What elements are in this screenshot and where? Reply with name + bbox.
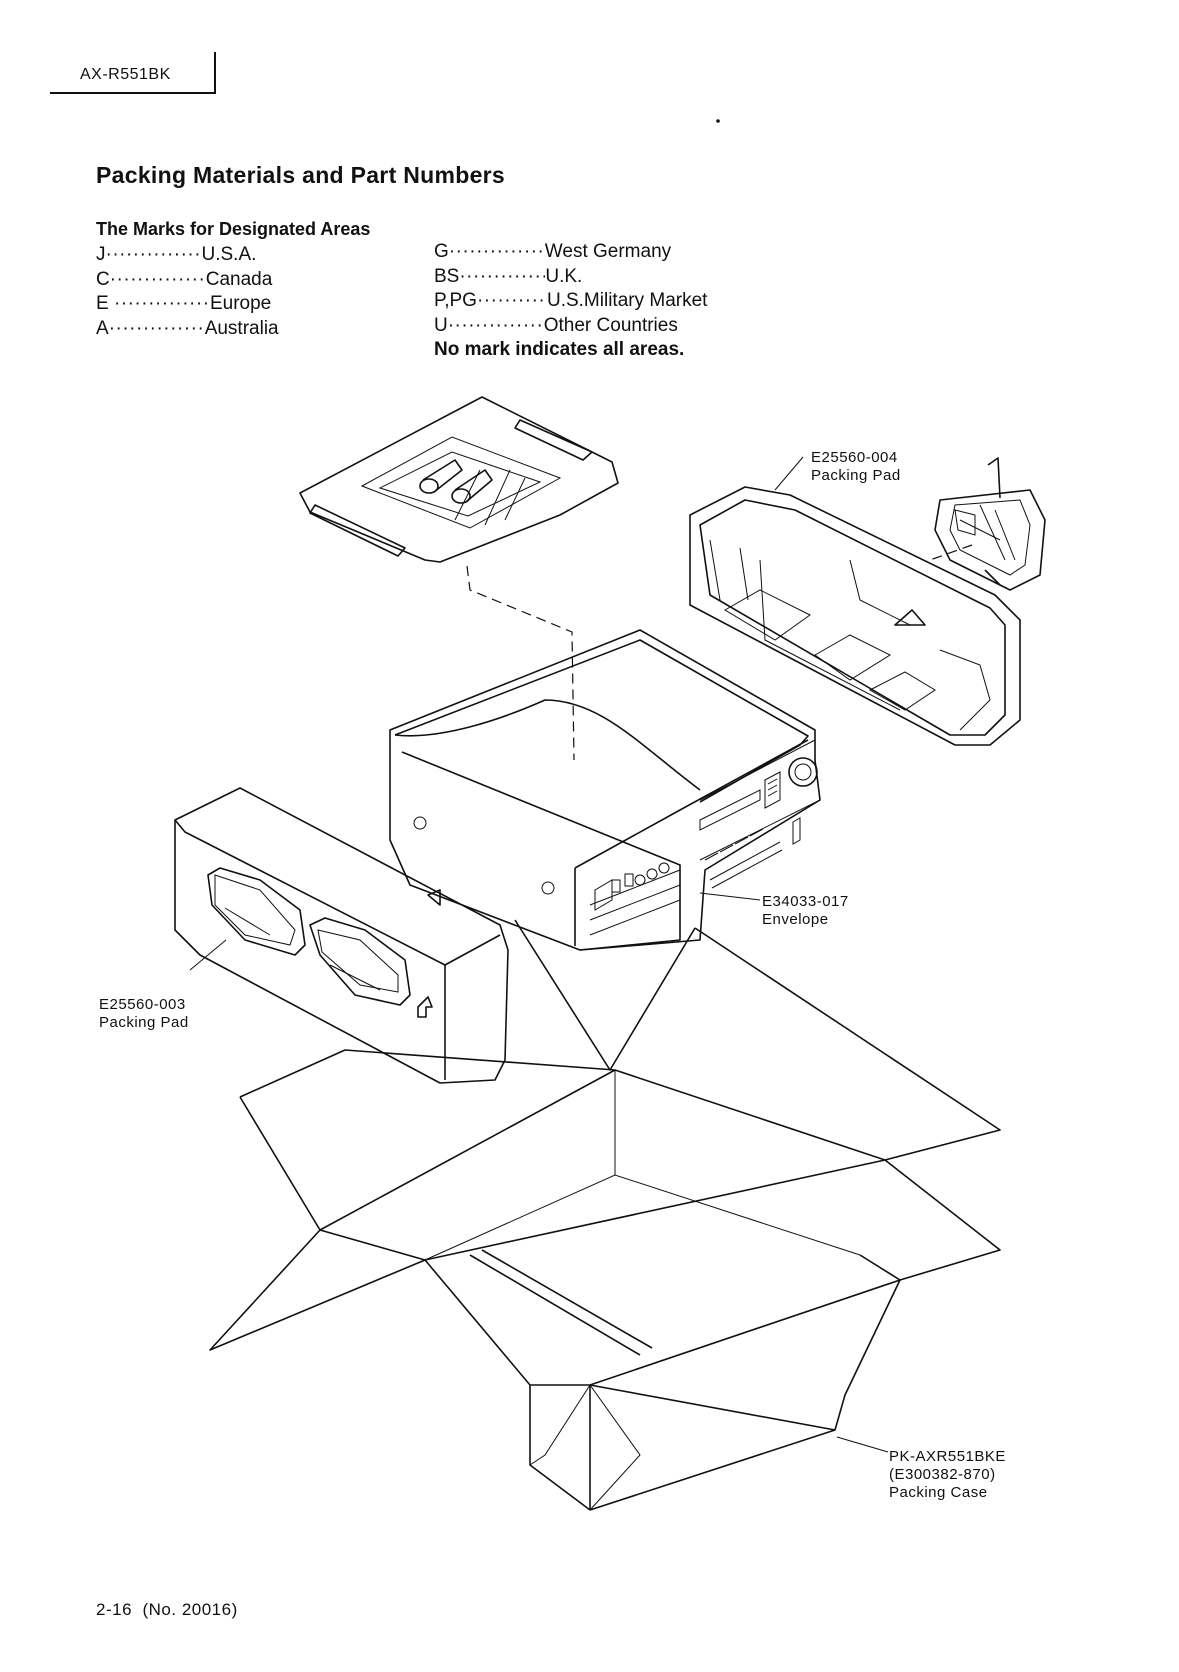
leader-dots: ·························· — [459, 265, 546, 287]
mark-area: Other Countries — [543, 314, 678, 336]
marks-right-column: G··························West Germany … — [434, 240, 707, 363]
mark-row-west-germany: G··························West Germany — [434, 240, 707, 265]
mark-area: U.S.A. — [201, 244, 257, 265]
part-label-packing-pad-right: E25560-004 Packing Pad — [811, 449, 901, 485]
stereo-unit-in-envelope-drawing — [389, 629, 821, 951]
document-number: (No. 20016) — [142, 1600, 238, 1619]
part-name: Packing Pad — [99, 1014, 189, 1031]
marks-heading: The Marks for Designated Areas — [96, 219, 371, 239]
packing-case-drawing — [209, 919, 1001, 1511]
model-number: AX-R551BK — [80, 66, 171, 83]
leader-dots: ·························· — [476, 290, 547, 311]
part-name: Packing Case — [889, 1484, 988, 1501]
page-title: Packing Materials and Part Numbers — [96, 162, 506, 188]
part-label-packing-pad-left: E25560-003 Packing Pad — [99, 996, 189, 1032]
page-number: 2-16 — [96, 1600, 133, 1619]
mark-code: A — [96, 317, 109, 339]
stray-mark — [716, 119, 720, 123]
mark-code: C — [96, 268, 110, 290]
part-label-envelope: E34033-017 Envelope — [762, 893, 849, 929]
part-name: Envelope — [762, 911, 829, 928]
leader-dots: ·························· — [108, 317, 205, 339]
mark-area: U.K. — [545, 265, 583, 287]
mark-area: West Germany — [544, 241, 672, 262]
leader-dots: ·························· — [113, 293, 210, 314]
leader-dots: ·························· — [105, 244, 202, 265]
part-name: Packing Pad — [811, 467, 901, 484]
mark-area: Europe — [209, 293, 272, 314]
mark-area: Canada — [205, 268, 273, 290]
packing-pad-left-drawing — [174, 787, 509, 1084]
mark-row-europe: E ··························Europe — [96, 292, 279, 317]
mark-code: J — [96, 244, 106, 265]
part-label-packing-case: PK-AXR551BKE (E300382-870) Packing Case — [889, 1448, 1006, 1502]
mark-row-other-countries: U··························Other Countri… — [434, 314, 707, 339]
part-number: PK-AXR551BKE — [889, 1448, 1006, 1465]
mark-row-usa: J··························U.S.A. — [96, 243, 279, 268]
mark-row-canada: C··························Canada — [96, 268, 279, 293]
mark-code: P,PG — [434, 290, 477, 311]
marks-left-column: J··························U.S.A. C·····… — [96, 243, 279, 341]
mark-area: Australia — [204, 317, 279, 339]
mark-row-us-military: P,PG··························U.S.Milita… — [434, 289, 707, 314]
page-footer: 2-16 (No. 20016) — [96, 1600, 238, 1620]
part-number: E25560-004 — [811, 449, 898, 466]
mark-code: G — [434, 241, 449, 262]
leader-dots: ·························· — [109, 268, 206, 290]
accessory-bag-drawing — [299, 396, 619, 761]
mark-row-australia: A··························Australia — [96, 317, 279, 342]
mark-code: BS — [434, 265, 460, 287]
part-number: E34033-017 — [762, 893, 849, 910]
leader-dots: ·························· — [447, 314, 544, 336]
part-sub-number: (E300382-870) — [889, 1466, 996, 1483]
mark-code: E — [96, 293, 114, 314]
part-number: E25560-003 — [99, 996, 186, 1013]
callout-leaders — [189, 456, 889, 1453]
leader-dots: ·························· — [448, 241, 545, 262]
mark-row-uk: BS··························U.K. — [434, 265, 707, 290]
all-areas-note: No mark indicates all areas. — [434, 339, 685, 360]
packing-pad-right-drawing — [689, 457, 1046, 746]
mark-code: U — [434, 314, 448, 336]
model-header-box: AX-R551BK — [50, 52, 216, 94]
mark-area: U.S.Military Market — [546, 290, 708, 311]
